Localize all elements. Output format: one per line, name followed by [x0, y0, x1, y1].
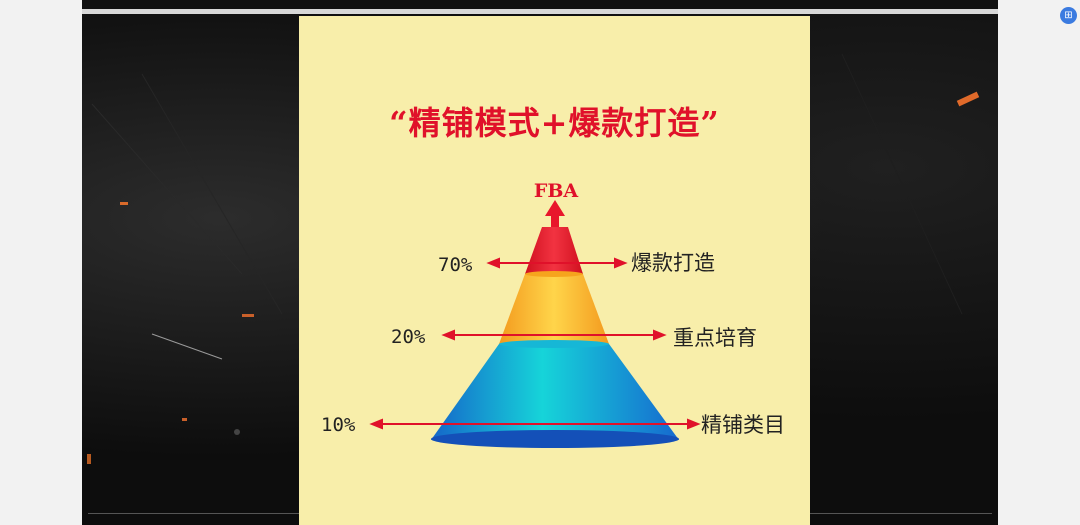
top-strip	[82, 0, 998, 9]
tier-top-percent: 70%	[438, 254, 473, 276]
fba-arrow	[545, 200, 565, 227]
tier-bottom	[431, 344, 679, 440]
fba-label: FBA	[533, 180, 579, 202]
diagram-title: “精铺模式+爆款打造”	[389, 104, 720, 142]
tier-middle-percent: 20%	[391, 326, 426, 348]
tier-top-label: 爆款打造	[631, 251, 715, 275]
diagram-card: “精铺模式+爆款打造” FBA	[299, 16, 810, 525]
pyramid-base	[431, 430, 679, 448]
tier-bottom-label: 精铺类目	[701, 413, 785, 437]
background-sparks	[87, 53, 980, 464]
top-divider	[82, 9, 998, 14]
translate-icon[interactable]: ⊞	[1060, 7, 1077, 24]
tier-bottom-percent: 10%	[321, 414, 356, 436]
page-frame: “精铺模式+爆款打造” FBA	[82, 0, 998, 525]
tier-top	[525, 227, 583, 274]
tier-middle	[499, 274, 609, 344]
pyramid-diagram	[369, 200, 701, 448]
tier-arrows	[369, 257, 701, 430]
tier-middle-label: 重点培育	[673, 326, 757, 350]
